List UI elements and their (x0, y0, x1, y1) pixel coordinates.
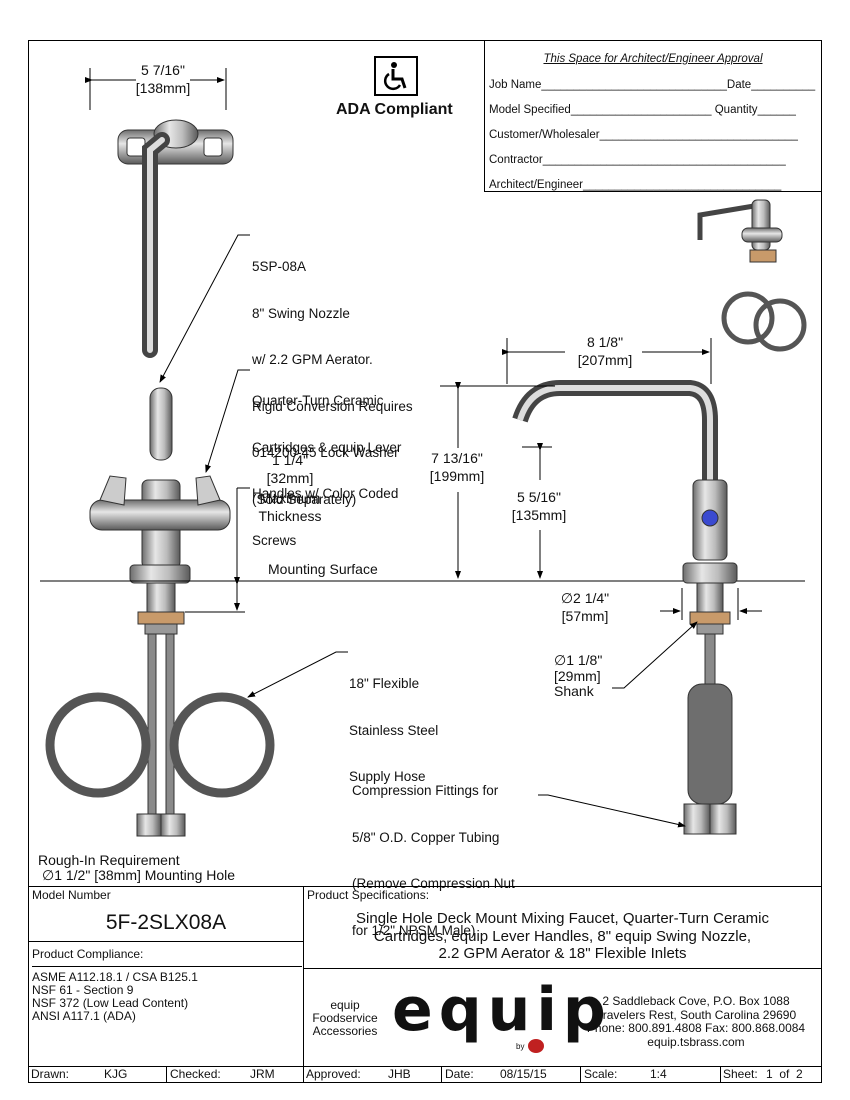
approval-box: This Space for Architect/Engineer Approv… (484, 40, 822, 192)
diameter-symbol: ∅ (554, 652, 567, 668)
thickness-label-2: Thickness (258, 508, 322, 524)
customer-label: Customer/Wholesaler (489, 129, 600, 141)
company-address: 2 Saddleback Cove, P.O. Box 1088 Travele… (586, 994, 806, 1049)
shank-dia-dim: 1 1/8" (566, 652, 603, 668)
clearance-mm: 135mm (515, 507, 563, 523)
rough-in-value: 1 1/2" [38mm] Mounting Hole (54, 867, 236, 883)
spec-label: Product Specifications: (307, 888, 430, 902)
side-view (512, 380, 738, 835)
hose-callout: 18" Flexible Stainless Steel Supply Hose (349, 676, 439, 784)
diameter-symbol: ∅ (42, 867, 55, 883)
model-number: 5F-2SLX08A (105, 911, 227, 934)
brand-tagline: equip Foodservice Accessories (312, 998, 378, 1038)
height-dim: 7 13/16" (431, 450, 483, 466)
sheet-label: Sheet: (723, 1067, 758, 1081)
thickness-mm: 32mm (270, 470, 310, 486)
base-dia-mm: 57mm (565, 608, 605, 624)
compliance-box: Product Compliance: ASME A112.18.1 / CSA… (28, 941, 304, 1067)
date-label: Date: (445, 1067, 474, 1081)
top-width-dim: 5 7/16" (141, 62, 185, 78)
checked-value: JRM (250, 1067, 275, 1081)
height-mm: 199mm (433, 468, 481, 484)
shank-dia-mm: [29mm] (554, 668, 601, 684)
shank-label: Shank (554, 683, 594, 699)
thickness-label-1: Maximum (259, 490, 321, 506)
spec-text: Single Hole Deck Mount Mixing Faucet, Qu… (356, 910, 769, 962)
drawn-label: Drawn: (31, 1067, 70, 1081)
isometric-thumbnail (697, 199, 807, 352)
approved-label: Approved: (306, 1067, 361, 1081)
by-label: by (516, 1042, 525, 1051)
front-view (45, 387, 275, 837)
signoff-row (28, 1066, 822, 1083)
date-label: Date (726, 79, 752, 91)
nozzle-callout: 5SP-08A 8" Swing Nozzle w/ 2.2 GPM Aerat… (252, 259, 413, 507)
drawn-value: KJG (104, 1067, 128, 1081)
quantity-label: Quantity (714, 104, 758, 116)
date-value: 08/15/15 (500, 1067, 547, 1081)
fittings-callout: Compression Fittings for 5/8" O.D. Coppe… (352, 783, 515, 938)
clearance-dim: 5 5/16" (517, 489, 561, 505)
reach-dim: 8 1/8" (586, 334, 624, 350)
base-dia-dim: 2 1/4" (573, 590, 610, 606)
tsb-logo-icon (528, 1039, 544, 1053)
model-number-box: Model Number 5F-2SLX08A (28, 886, 304, 942)
approved-value: JHB (388, 1067, 411, 1081)
sheet-value: 1 of 2 (766, 1067, 803, 1081)
model-specified-label: Model Specified (489, 104, 571, 116)
brand-box: equip Foodservice Accessories equip by 2… (303, 968, 822, 1067)
checked-label: Checked: (170, 1067, 221, 1081)
architect-label: Architect/Engineer (489, 179, 583, 191)
thickness-dim: 1 1/4" (271, 452, 309, 468)
approval-heading: This Space for Architect/Engineer Approv… (543, 53, 763, 65)
compliance-label: Product Compliance: (32, 947, 144, 961)
contractor-label: Contractor (489, 154, 543, 166)
spec-box: Product Specifications: Single Hole Deck… (303, 886, 822, 969)
cartridge-callout: Quarter-Turn Ceramic Cartridges & equip … (252, 393, 402, 548)
mounting-surface-label: Mounting Surface (268, 561, 378, 577)
wheelchair-icon (374, 56, 418, 96)
equip-logo: equip (392, 975, 612, 1045)
compliance-list: ASME A112.18.1 / CSA B125.1 NSF 61 - Sec… (32, 970, 198, 1023)
top-width-mm: 138mm (139, 80, 187, 96)
scale-value: 1:4 (650, 1067, 667, 1081)
reach-mm: 207mm (581, 352, 629, 368)
ada-label: ADA Compliant (336, 101, 453, 118)
top-view (117, 119, 234, 358)
scale-label: Scale: (584, 1067, 618, 1081)
diameter-symbol: ∅ (560, 590, 574, 606)
model-number-label: Model Number (32, 888, 111, 902)
job-name-label: Job Name (489, 79, 542, 91)
rough-in-title: Rough-In Requirement (38, 852, 180, 868)
